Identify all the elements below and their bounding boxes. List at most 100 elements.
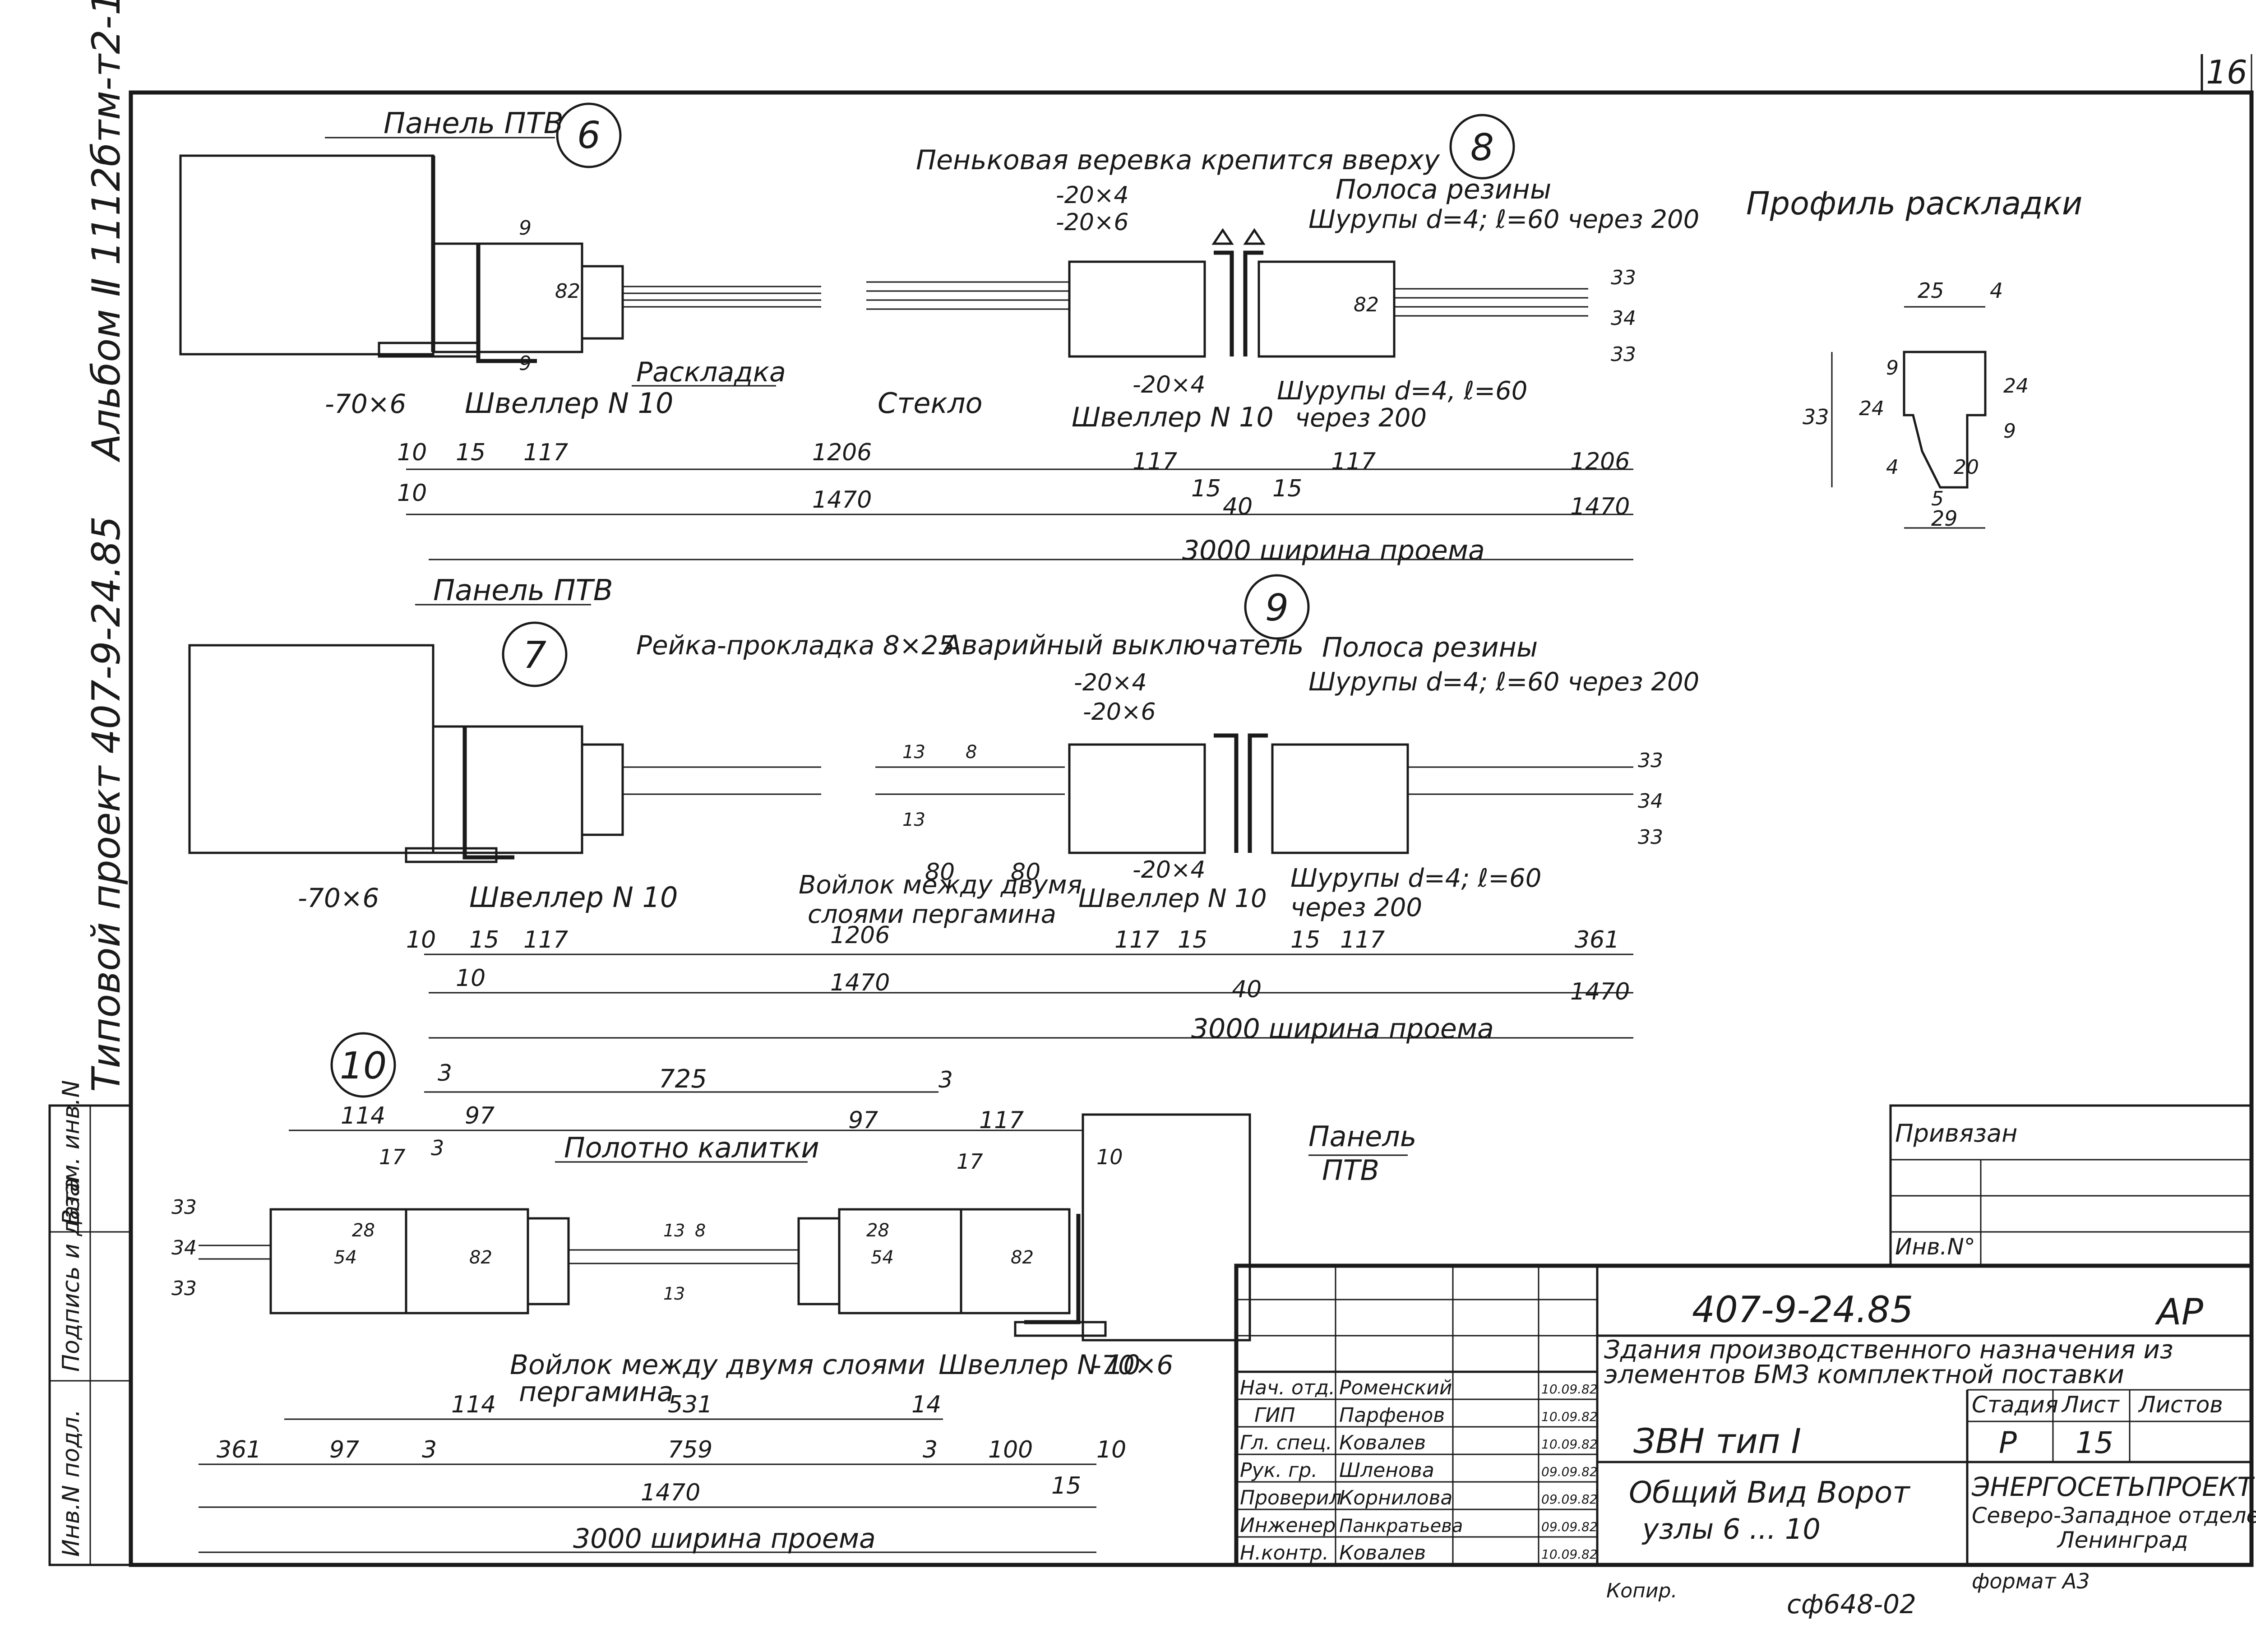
profile-title: Профиль раскладки (1746, 185, 2082, 222)
signer-name: Корнилова (1339, 1486, 1452, 1509)
dim-1206: 1206 (830, 922, 890, 949)
dim-1470a: 1470 (830, 969, 890, 996)
dim-34: 34 (171, 1236, 197, 1259)
signer-name: Панкратьева (1339, 1516, 1463, 1536)
dim-25: 25 (1918, 278, 1944, 303)
dim-34: 34 (1638, 790, 1663, 813)
side-stamp: Инв.N подл. Подпись и дата Взам. инв.N Т… (48, 0, 132, 1566)
dim-33b: 33 (171, 1277, 197, 1300)
dim-10b: 10 (456, 965, 485, 992)
dim-34: 34 (1611, 307, 1636, 330)
dim-725: 725 (659, 1064, 707, 1094)
right-leaf-frame (1271, 743, 1409, 854)
door-leaf-left (405, 1208, 529, 1314)
dim-3b: 3 (938, 1067, 953, 1093)
stamp-field-signature: Подпись и дата (58, 1177, 85, 1372)
dim-4a: 4 (1990, 278, 2003, 303)
signer-date: 09.09.82 (1541, 1464, 1598, 1479)
dim-15b: 15 (1178, 926, 1207, 953)
privyazan-label: Привязан (1895, 1119, 2017, 1148)
dim-13a: 13 (902, 742, 925, 763)
signer-role: Рук. гр. (1240, 1459, 1318, 1482)
dim-10: 10 (1096, 1145, 1123, 1169)
panel-label: Панель ПТВ (384, 107, 564, 140)
felt-label-2: слоями пергамина (808, 900, 1056, 929)
right-frame (960, 1208, 1071, 1314)
title-block: Привязан Инв.N° 407-9-24.85 АР Здания пр… (1234, 1104, 2256, 1620)
dim-531: 531 (668, 1391, 712, 1418)
drawing-mark: АР (2154, 1291, 2204, 1333)
screws-bottom-label-2: через 200 (1290, 893, 1422, 922)
node-8: 8 Пеньковая веревка крепится вверху Поло… (866, 114, 1699, 433)
dim-9a: 9 (1886, 356, 1899, 379)
profile-section (1903, 351, 1987, 489)
profile-raskladki: Профиль раскладки 25 4 9 24 33 24 9 4 20… (1746, 185, 2082, 531)
dim-82: 82 (1354, 293, 1379, 316)
node-9-number: 9 (1265, 587, 1289, 629)
opening-width: 3000 ширина проема (1191, 1013, 1494, 1045)
format-label: формат А3 (1972, 1569, 2090, 1593)
dim-117c: 117 (1340, 926, 1385, 953)
building-line-1: Здания производственного назначения из (1604, 1335, 2173, 1365)
album-code-vertical: Альбом Ⅱ 1112бтм-т2-19 (84, 0, 129, 463)
node-7: 7 Панель ПТВ Рейка-прокладка 8×25 Швелле… (188, 574, 955, 914)
p20x4b-label: -20×4 (1133, 856, 1206, 884)
dim-15b: 15 (1191, 475, 1221, 502)
sheet-frame: 16 (129, 53, 2254, 1567)
signer-date: 10.09.82 (1541, 1382, 1598, 1397)
sheet-header: Лист (2061, 1392, 2120, 1418)
dim-33b: 33 (1638, 826, 1663, 849)
org-line-3: Ленинград (2057, 1527, 2188, 1553)
p20x4b-label: -20×4 (1133, 371, 1206, 398)
panel-label: Панель ПТВ (433, 574, 613, 607)
door-leaf-right (838, 1208, 962, 1314)
dimension-row-1: 10 15 117 1206 117 15 40 15 117 1206 10 … (397, 439, 1633, 566)
stage-value: Р (1999, 1425, 2017, 1460)
dim-8: 8 (695, 1221, 706, 1240)
dim-10a: 10 (397, 439, 427, 466)
node-callout-6 (556, 102, 622, 168)
shveller-label: Швеллер N 10 (465, 387, 673, 420)
dim-13a: 13 (663, 1221, 685, 1240)
dim-28a: 28 (352, 1220, 375, 1241)
dim-20: 20 (1954, 456, 1979, 479)
shveller-label: Швеллер N 10 (938, 1349, 1141, 1381)
sheet-value: 15 (2076, 1425, 2113, 1460)
dim-24b: 24 (2003, 375, 2029, 398)
emergency-switch-label: Аварийный выключатель (941, 629, 1304, 661)
door-leaf-label: Полотно калитки (564, 1131, 819, 1164)
signer-date: 10.09.82 (1541, 1437, 1598, 1452)
rubber-label: Полоса резины (1336, 174, 1551, 205)
signer-role: Проверил (1240, 1486, 1342, 1509)
dim-54b: 54 (871, 1247, 894, 1268)
signer-role: Инженер (1240, 1514, 1336, 1537)
felt-label: Войлок между двумя слоями (510, 1349, 925, 1381)
signer-role: Гл. спец. (1240, 1431, 1332, 1454)
node-6-number: 6 (577, 114, 601, 157)
signer-date: 09.09.82 (1541, 1492, 1598, 1507)
copied-label: Копир. (1606, 1579, 1677, 1602)
dim-117c: 117 (1331, 448, 1376, 475)
ptv-panel-section (1082, 1113, 1251, 1342)
shveller-label: Швеллер N 10 (469, 881, 678, 914)
steel-plate (1014, 1321, 1107, 1337)
node-callout-10 (330, 1032, 396, 1098)
dim-1470: 1470 (641, 1479, 700, 1506)
dim-3a: 3 (438, 1060, 452, 1086)
felt-label-2: пергамина (519, 1376, 674, 1408)
node-10: 10 Панель ПТВ Полотно калитки Войлок меж… (171, 1032, 1416, 1555)
opening-width: 3000 ширина проема (1182, 535, 1485, 566)
shveller-label: Швеллер N 10 (1078, 884, 1267, 913)
dim-15c: 15 (1272, 475, 1302, 502)
dim-13b: 13 (663, 1284, 685, 1304)
raskladka-label: Раскладка (636, 356, 786, 388)
panel-label-2: ПТВ (1322, 1154, 1379, 1187)
dim-759: 759 (668, 1436, 712, 1463)
node-9: 9 Аварийный выключатель Полоса резины Шу… (799, 574, 1699, 929)
object-name: ЗВН тип Ⅰ (1633, 1421, 1801, 1461)
p20x4-label: -20×4 (1056, 182, 1129, 209)
signer-name: Роменский (1339, 1376, 1452, 1399)
dim-97a: 97 (465, 1102, 495, 1129)
dim-15: 15 (1051, 1472, 1081, 1499)
